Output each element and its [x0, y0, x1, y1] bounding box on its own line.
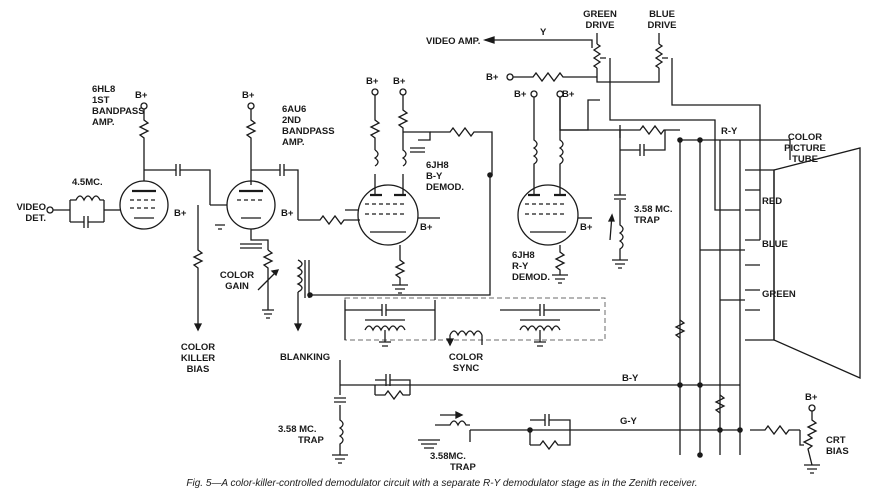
figure-caption: Fig. 5—A color-killer-controlled demodul… — [186, 478, 697, 489]
trap-358-lower-right-label: 3.58MC.TRAP — [430, 451, 477, 473]
b-plus-label: B+ — [281, 208, 294, 219]
video-amp-label: VIDEO AMP. — [426, 36, 480, 47]
b-plus-label: B+ — [420, 222, 433, 233]
b-plus-label: B+ — [174, 208, 187, 219]
trap-45-label: 4.5MC. — [72, 177, 103, 188]
by-tube-label: 6JH8 — [426, 160, 449, 171]
bp1-tube — [119, 180, 169, 230]
bp2-tube — [226, 180, 276, 230]
y-signal-label: Y — [540, 27, 547, 38]
b-plus-label: B+ — [242, 90, 255, 101]
ry-tube — [517, 184, 579, 246]
b-plus-label: B+ — [393, 76, 406, 87]
b-plus-label: B+ — [805, 392, 818, 403]
ry-tube-label: 6JH8 — [512, 250, 535, 261]
crt-outline — [773, 147, 861, 379]
by-line-label: B-Y — [622, 373, 639, 384]
b-plus-label: B+ — [562, 89, 575, 100]
b-plus-label: B+ — [366, 76, 379, 87]
trap-358-upper-label: 3.58 MC.TRAP — [634, 204, 673, 226]
gy-line-label: G-Y — [620, 416, 638, 427]
blanking-label: BLANKING — [280, 352, 330, 363]
b-plus-label: B+ — [580, 222, 593, 233]
blue-gun-label: BLUE — [762, 239, 788, 250]
b-plus-label: B+ — [135, 90, 148, 101]
by-tube — [357, 184, 419, 246]
bp2-tube-label: 6AU6 — [282, 104, 306, 115]
ry-label: R-Y — [721, 126, 738, 137]
trap-358-lower-left-label: 3.58 MC.TRAP — [278, 424, 325, 446]
b-plus-label: B+ — [514, 89, 527, 100]
b-plus-label: B+ — [486, 72, 499, 83]
green-gun-label: GREEN — [762, 289, 796, 300]
red-gun-label: RED — [762, 196, 782, 207]
bp1-tube-label: 6HL8 — [92, 84, 115, 95]
